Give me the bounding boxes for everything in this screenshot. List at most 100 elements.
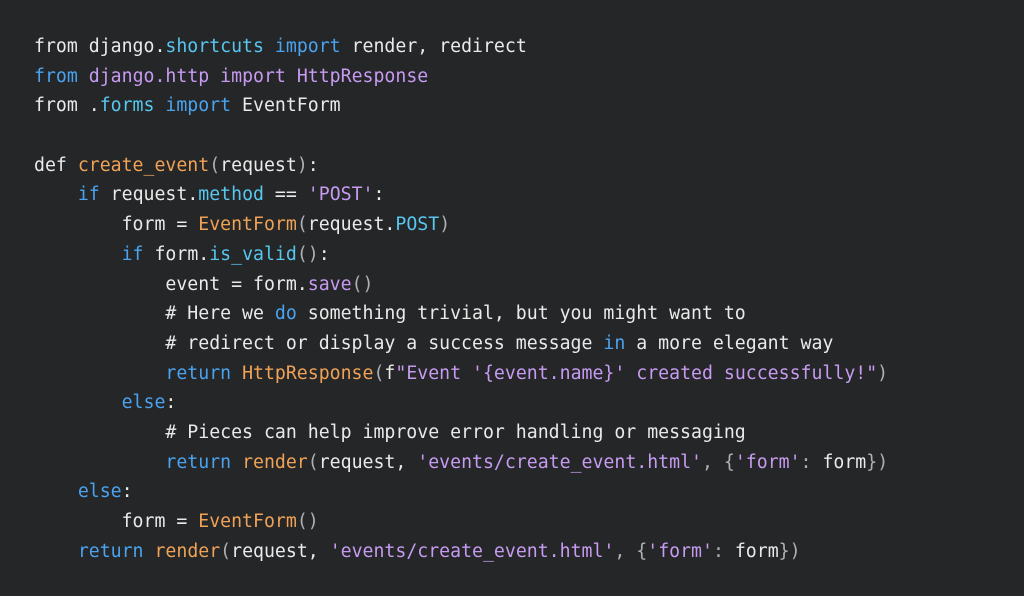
code-token: [34, 244, 122, 265]
code-token: import: [220, 65, 286, 87]
code-token: do: [274, 303, 297, 325]
code-token: something trivial, but you might want to: [296, 303, 746, 325]
code-line: # Pieces can help improve error handling…: [34, 418, 888, 448]
code-token: return: [77, 540, 144, 562]
code-token: [144, 541, 155, 562]
code-token: 'events/create_event.html': [329, 540, 615, 562]
code-line: # Here we do something trivial, but you …: [34, 299, 888, 329]
code-token: [264, 36, 275, 57]
code-token: from django.: [34, 36, 166, 57]
code-token: (): [296, 511, 319, 532]
code-token: request,: [231, 540, 330, 562]
code-token: create_event: [77, 154, 210, 176]
code-token: :: [373, 184, 385, 206]
code-token: [34, 481, 78, 502]
code-token: EventForm: [198, 214, 297, 236]
code-line: if request.method == 'POST':: [34, 180, 888, 210]
code-token: method: [198, 184, 264, 206]
code-line: return render(request, 'events/create_ev…: [34, 537, 888, 567]
code-line: else:: [34, 477, 888, 507]
code-token: [286, 66, 297, 87]
code-token: , {: [614, 540, 648, 562]
code-token: in: [603, 332, 626, 354]
code-token: (: [220, 540, 232, 562]
code-token: ): [296, 154, 308, 176]
code-token: HttpResponse: [242, 362, 374, 384]
code-token: EventForm: [231, 95, 341, 117]
code-token: (): [296, 243, 319, 265]
code-block: from django.shortcuts import render, red…: [34, 32, 888, 566]
code-token: ==: [263, 184, 308, 206]
code-token: HttpResponse: [296, 65, 429, 87]
code-token: [209, 66, 220, 87]
code-token: :: [712, 540, 735, 562]
code-token: else: [121, 392, 166, 414]
code-token: (: [307, 451, 319, 473]
code-token: :: [318, 243, 330, 265]
code-token: (: [296, 214, 308, 236]
code-token: POST: [395, 214, 440, 236]
code-token: import: [274, 36, 341, 57]
code-token: shortcuts: [165, 36, 264, 57]
code-token: "Event '{event.name}' created successful…: [395, 362, 878, 384]
code-token: [154, 95, 165, 116]
code-token: form =: [34, 511, 199, 532]
code-token: [34, 541, 78, 562]
code-token: (: [373, 362, 385, 384]
code-token: (: [209, 154, 221, 176]
code-token: return: [165, 362, 232, 384]
code-token: request.: [99, 184, 199, 206]
code-token: EventForm: [198, 511, 297, 532]
code-token: :: [165, 392, 177, 414]
code-line: from django.shortcuts import render, red…: [34, 32, 888, 62]
code-token: if: [77, 184, 100, 206]
code-line: if form.is_valid():: [34, 240, 888, 270]
code-token: ): [877, 362, 889, 384]
code-token: def: [34, 154, 78, 176]
code-line: form = EventForm(): [34, 507, 888, 537]
code-token: f: [384, 362, 396, 384]
code-token: request,: [318, 451, 418, 473]
code-line: # redirect or display a success message …: [34, 329, 888, 359]
code-line: return render(request, 'events/create_ev…: [34, 448, 888, 478]
code-token: form.: [143, 243, 210, 265]
code-token: [34, 184, 78, 205]
code-token: form =: [34, 214, 199, 236]
code-token: [231, 452, 242, 473]
code-token: import: [165, 95, 232, 117]
code-token: render: [154, 540, 221, 562]
code-token: # redirect or display a success message: [34, 332, 604, 354]
code-token: if: [121, 243, 144, 265]
code-token: save: [307, 273, 352, 295]
code-token: [231, 363, 242, 384]
code-token: [34, 392, 122, 413]
code-token: request.: [307, 214, 396, 236]
code-line: [34, 121, 888, 151]
code-line: form = EventForm(request.POST): [34, 210, 888, 240]
code-token: (): [351, 273, 374, 295]
code-token: 'form': [734, 451, 801, 473]
code-token: is_valid: [209, 243, 297, 265]
code-token: else: [77, 481, 122, 503]
code-token: }): [778, 540, 801, 562]
code-line: return HttpResponse(f"Event '{event.name…: [34, 359, 888, 389]
code-line: from .forms import EventForm: [34, 91, 888, 121]
code-token: 'form': [647, 540, 713, 562]
code-token: django.http: [88, 65, 210, 87]
code-token: render, redirect: [340, 36, 527, 57]
code-line: from django.http import HttpResponse: [34, 62, 888, 92]
code-token: 'events/create_event.html': [417, 451, 702, 473]
code-token: # Pieces can help improve error handling…: [34, 421, 746, 443]
code-token: [34, 363, 165, 384]
code-token: form: [822, 451, 867, 473]
code-line: event = form.save(): [34, 270, 888, 300]
code-token: :: [800, 451, 823, 473]
code-token: , {: [701, 451, 735, 473]
code-token: return: [165, 451, 232, 473]
code-token: from .: [34, 95, 100, 117]
code-token: }): [866, 451, 889, 473]
code-token: render: [242, 451, 308, 473]
code-token: ): [439, 214, 451, 236]
code-token: request: [220, 154, 297, 176]
code-token: from: [34, 65, 78, 87]
